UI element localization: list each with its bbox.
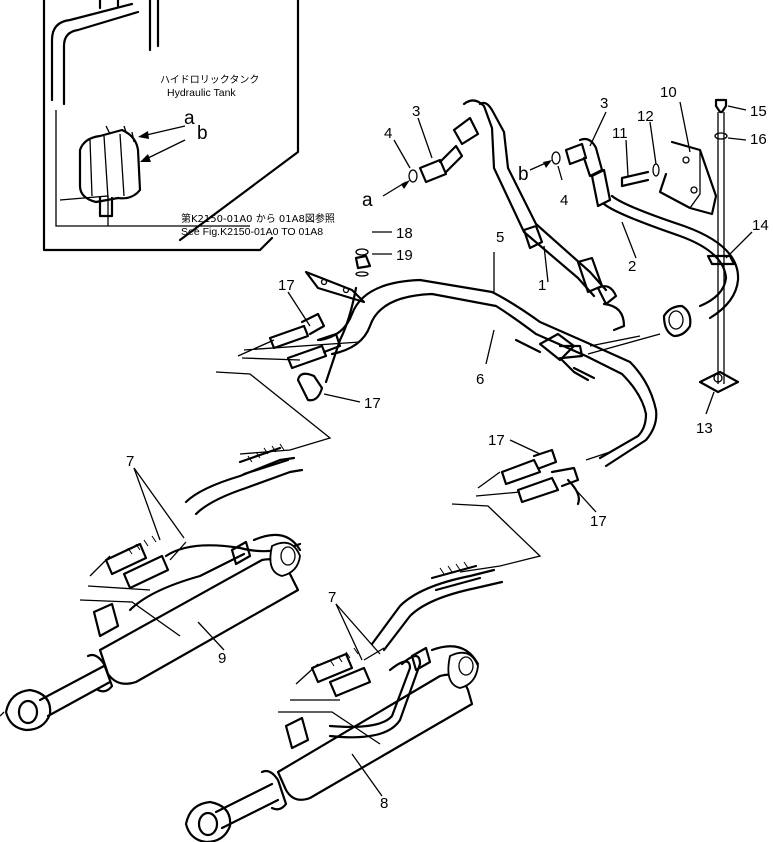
view-letter-a: a: [362, 190, 373, 211]
part-number-17-mid-left: 17: [364, 395, 381, 412]
part-number-17-bottom: 17: [590, 513, 607, 530]
leader-lines: [133, 101, 753, 797]
part-number-7-right: 7: [328, 589, 336, 606]
fittings-17-left: [215, 312, 361, 455]
hose-2: [590, 168, 740, 338]
part-number-14: 14: [752, 217, 769, 234]
tank-label-jp: ハイドロリックタンク: [160, 74, 259, 86]
view-letter-b: b: [518, 164, 529, 185]
view-letter-b-top: b: [197, 123, 208, 144]
hydraulic-tank-drawing: [42, 0, 300, 252]
part-number-2: 2: [628, 258, 636, 275]
part-number-5: 5: [496, 229, 504, 246]
tank-label-en: Hydraulic Tank: [167, 87, 236, 99]
mount-plate: [296, 248, 372, 402]
part-number-13: 13: [696, 420, 713, 437]
part-number-3-left: 3: [412, 103, 420, 120]
pipe-5-6-route: [318, 278, 661, 468]
part-number-9: 9: [218, 650, 226, 667]
reference-note-jp: 第K2150-01A0 から 01A8図参照: [181, 212, 335, 225]
cylinder-9: [0, 446, 304, 732]
part-number-19: 19: [396, 247, 413, 264]
fittings-17-right: [451, 448, 611, 573]
part-number-15: 15: [750, 103, 767, 120]
part-number-7-left: 7: [126, 453, 134, 470]
part-number-18: 18: [396, 225, 413, 242]
part-number-3-right: 3: [600, 95, 608, 112]
part-number-10: 10: [660, 84, 677, 101]
part-number-1: 1: [538, 277, 546, 294]
part-number-16: 16: [750, 131, 767, 148]
part-number-11: 11: [612, 125, 628, 142]
part-number-12: 12: [637, 108, 654, 125]
part-number-17-mid-right: 17: [488, 432, 505, 449]
part-number-8: 8: [380, 795, 388, 812]
fittings-a-group: [382, 116, 480, 197]
part-number-6: 6: [476, 371, 484, 388]
part-number-4-left: 4: [384, 125, 392, 142]
pipe-7-hatching: [127, 443, 469, 667]
cylinder-8: [184, 564, 504, 842]
reference-note-en: See Fig.K2150-01A0 TO 01A8: [181, 226, 323, 238]
part-number-4-right: 4: [560, 192, 568, 209]
bolt-and-clamp: [698, 98, 740, 394]
part-number-17-top: 17: [278, 277, 295, 294]
hose-1: [462, 99, 626, 332]
bracket-10: [620, 140, 718, 216]
view-letter-a-top: a: [184, 108, 195, 129]
